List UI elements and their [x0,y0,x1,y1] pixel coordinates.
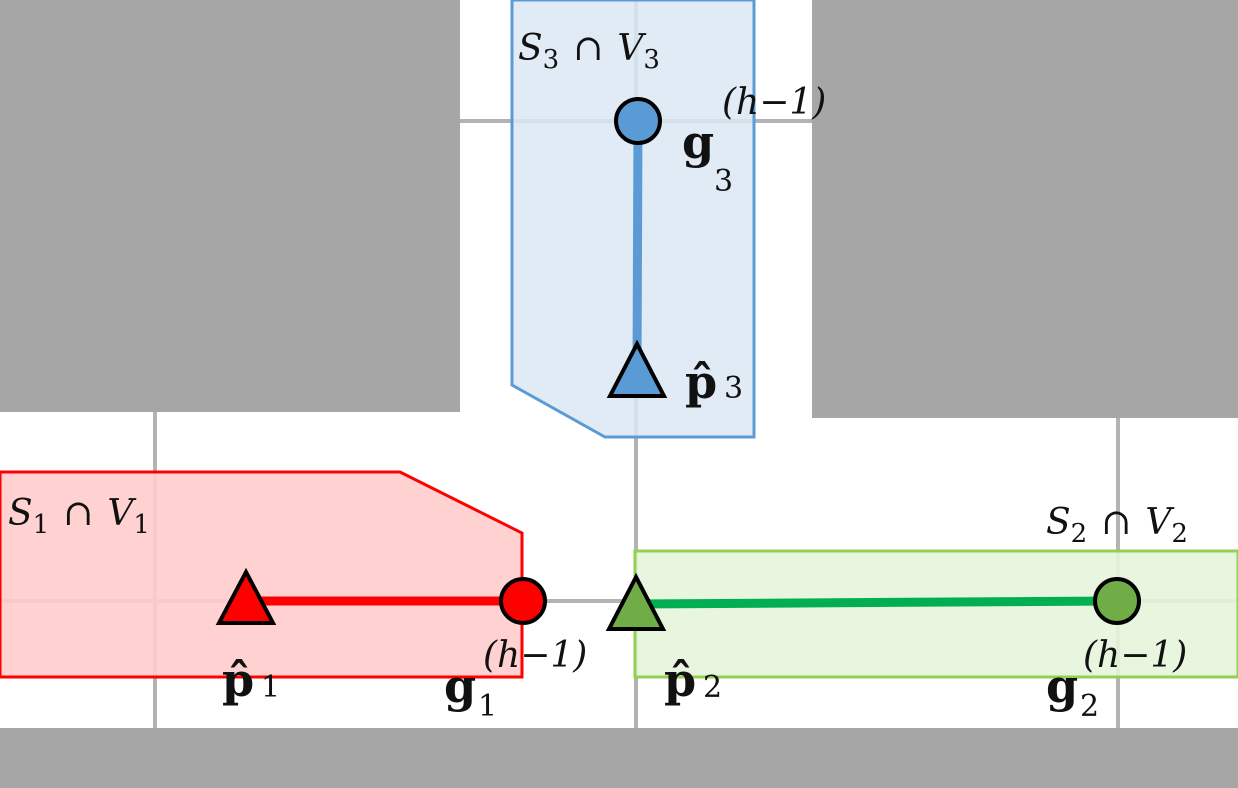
goal-1-circle [499,577,547,625]
svg-text:(h−1): (h−1) [722,82,826,123]
goal-3-label: g 3 (h−1) [682,82,826,199]
goal-3-circle [614,97,662,145]
region-2-label: S2∩V2 [1046,502,1188,549]
position-1-label: p̂ 1 [222,653,280,707]
position-3-label: p̂ 3 [685,355,743,409]
position-1-triangle [215,567,277,625]
obstacle-top-right [812,0,1238,418]
svg-text:2: 2 [703,670,722,705]
svg-text:p̂: p̂ [664,653,696,707]
goal-1-label: g 1 (h−1) [444,635,587,724]
svg-text:p̂: p̂ [685,355,717,409]
svg-text:(h−1): (h−1) [483,635,587,676]
goal-2-label: g 2 (h−1) [1046,635,1187,724]
obstacle-top-left [0,0,460,412]
region-3-polygon [510,0,756,439]
svg-text:1: 1 [261,670,280,705]
position-3-triangle [606,339,668,398]
position-2-label: p̂ 2 [664,653,722,707]
svg-text:3: 3 [714,164,733,199]
svg-text:(h−1): (h−1) [1083,635,1187,676]
region-1-label: S1∩V1 [8,493,150,540]
position-2-triangle [605,572,667,631]
svg-text:p̂: p̂ [222,653,254,707]
region-3-label: S3∩V3 [518,28,660,75]
svg-text:3: 3 [724,371,743,406]
region-2-polygon [633,549,1238,679]
obstacle-bottom [0,728,1238,788]
path-robot-2 [635,596,1118,609]
path-robot-3 [632,120,643,371]
svg-text:g: g [1046,659,1078,713]
svg-text:g: g [444,659,476,713]
goal-2-circle [1093,577,1141,625]
svg-text:1: 1 [478,689,497,724]
svg-text:g: g [682,115,714,169]
svg-text:2: 2 [1080,689,1099,724]
